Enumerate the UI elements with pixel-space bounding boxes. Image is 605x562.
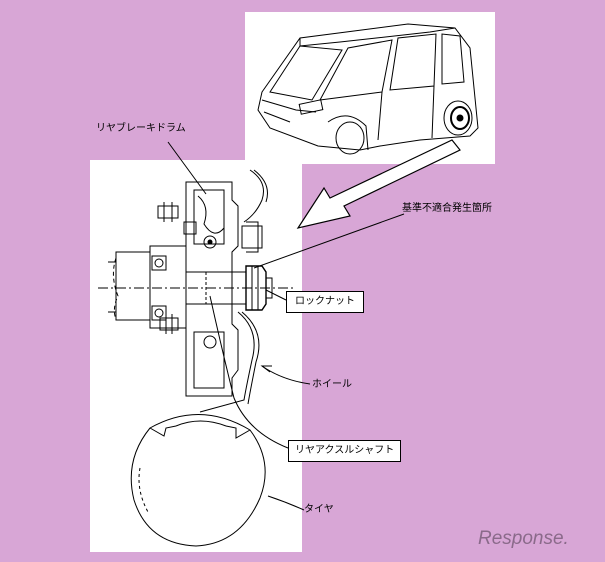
tire-label: タイヤ <box>304 504 334 515</box>
nonconformity-location-label: 基準不適合発生箇所 <box>402 203 492 214</box>
rear-brake-drum-label: リヤブレーキドラム <box>96 123 186 134</box>
response-watermark: Response. <box>478 528 569 549</box>
car-sketch-icon <box>257 23 479 155</box>
wheel-label: ホイール <box>312 379 352 390</box>
car-panel <box>245 12 495 164</box>
rear-axle-shaft-label: リヤアクスルシャフト <box>288 440 402 462</box>
wheel-hub-cross-section <box>98 169 296 547</box>
hollow-arrow-icon <box>296 139 461 229</box>
lock-nut-label: ロックナット <box>286 291 364 313</box>
leader-lines <box>167 141 405 511</box>
